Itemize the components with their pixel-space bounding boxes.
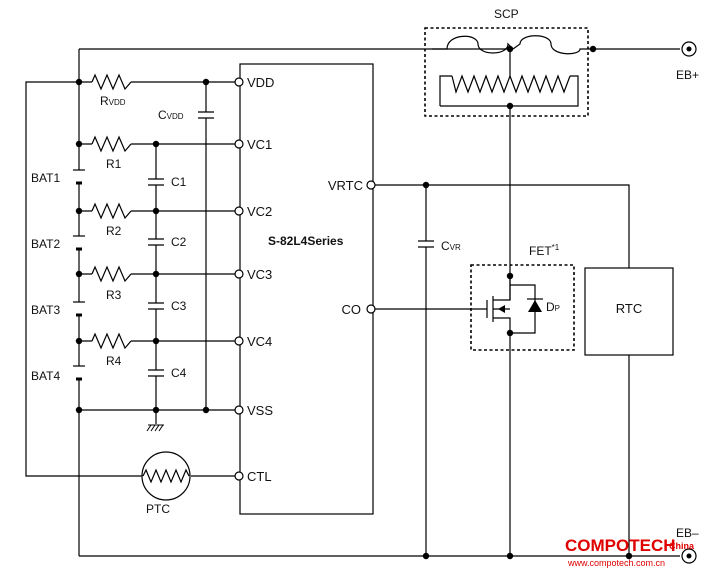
- fet-switch: FET*1 DP: [470, 243, 575, 351]
- ic-chip: S-82L4Series: [239, 63, 374, 515]
- scp-label: SCP: [494, 7, 519, 21]
- terminal-eb-plus: EB+: [676, 41, 699, 82]
- svg-text:FET*1: FET*1: [529, 243, 560, 258]
- pin-label-vdd: VDD: [247, 75, 274, 90]
- scp-protector: SCP: [424, 7, 593, 117]
- c4-label: C4: [171, 366, 187, 380]
- r3-label: R3: [106, 288, 122, 302]
- pin-label-vc3: VC3: [247, 267, 272, 282]
- cvdd-label: C: [158, 108, 167, 122]
- pin-label-vss: VSS: [247, 403, 273, 418]
- svg-text:CVR: CVR: [441, 239, 461, 253]
- ptc-label: PTC: [146, 502, 170, 516]
- capacitor-cvr: CVR: [418, 239, 461, 253]
- diode-label: D: [546, 300, 555, 314]
- fet-note: *1: [552, 243, 560, 252]
- r4-label: R4: [106, 354, 122, 368]
- bat2-label: BAT2: [31, 237, 60, 251]
- capacitor-c1: C1: [148, 175, 187, 189]
- c2-label: C2: [171, 235, 187, 249]
- terminal-eb-minus: EB–: [676, 526, 699, 564]
- fet-label: FET: [529, 244, 552, 258]
- cvr-subscript: VR: [450, 243, 461, 252]
- resistor-r4: R4: [91, 332, 132, 368]
- r2-label: R2: [106, 224, 122, 238]
- capacitor-cvdd: CVDD: [158, 108, 214, 122]
- watermark-brand: COMPOTECH: [565, 536, 676, 555]
- rvdd-label: R: [100, 94, 109, 108]
- diode-subscript: P: [555, 304, 560, 313]
- capacitor-c3: C3: [148, 299, 187, 313]
- pin-label-vc4: VC4: [247, 334, 272, 349]
- bat3-label: BAT3: [31, 303, 60, 317]
- battery-bat2: BAT2: [31, 235, 85, 251]
- rvdd-subscript: VDD: [109, 98, 126, 107]
- resistor-rvdd: RVDD: [91, 73, 132, 108]
- pin-label-ctl: CTL: [247, 469, 272, 484]
- watermark-logo: COMPOTECH China www.compotech.com.cn: [565, 536, 695, 568]
- battery-bat4: BAT4: [31, 365, 85, 383]
- cvr-label: C: [441, 239, 450, 253]
- junction-dots: [75, 45, 633, 560]
- resistor-r3: R3: [91, 265, 132, 302]
- capacitor-c4: C4: [148, 366, 187, 380]
- watermark-url: www.compotech.com.cn: [567, 558, 665, 568]
- eb-minus-label: EB–: [676, 526, 699, 540]
- battery-bat1: BAT1: [31, 169, 85, 185]
- capacitor-c2: C2: [148, 235, 187, 249]
- rtc-block: RTC: [584, 267, 674, 356]
- ptc-thermistor: PTC: [141, 451, 191, 516]
- eb-plus-label: EB+: [676, 68, 699, 82]
- battery-bat3: BAT3: [31, 301, 85, 317]
- rtc-label: RTC: [616, 301, 642, 316]
- ground-icon: [146, 424, 164, 432]
- cvdd-subscript: VDD: [167, 112, 184, 121]
- r1-label: R1: [106, 157, 122, 171]
- pin-label-vrtc: VRTC: [328, 178, 363, 193]
- bat1-label: BAT1: [31, 171, 60, 185]
- ic-name: S-82L4Series: [268, 234, 344, 248]
- bat4-label: BAT4: [31, 369, 60, 383]
- ic-right-pins: VRTC CO: [328, 178, 376, 317]
- c3-label: C3: [171, 299, 187, 313]
- ic-left-pins: VDD VC1 VC2 VC3 VC4 VSS CTL: [234, 75, 274, 484]
- pin-label-vc1: VC1: [247, 137, 272, 152]
- svg-text:CVDD: CVDD: [158, 108, 184, 122]
- svg-text:DP: DP: [546, 300, 560, 314]
- pin-label-co: CO: [342, 302, 362, 317]
- resistor-r1: R1: [91, 135, 132, 171]
- resistor-r2: R2: [91, 202, 132, 238]
- svg-text:RVDD: RVDD: [100, 94, 126, 108]
- watermark-region: China: [669, 541, 695, 551]
- pin-label-vc2: VC2: [247, 204, 272, 219]
- c1-label: C1: [171, 175, 187, 189]
